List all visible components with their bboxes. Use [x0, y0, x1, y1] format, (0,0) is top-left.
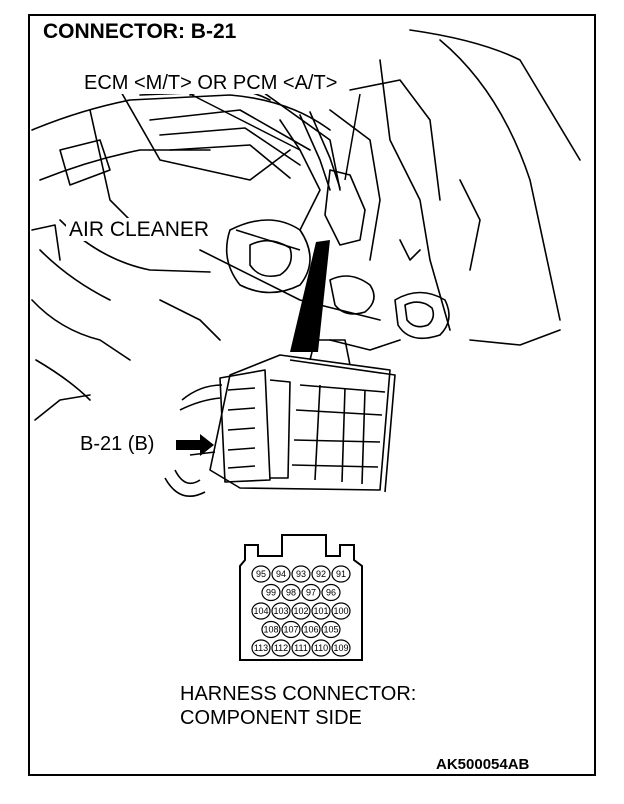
pin-label: 98: [286, 588, 296, 598]
pin-label: 105: [323, 625, 338, 635]
pin-cell: [291, 602, 311, 620]
pin-110: 110: [311, 639, 331, 657]
pin-cell: [251, 639, 271, 657]
pin-label: 112: [274, 643, 288, 653]
pin-cell: [301, 620, 321, 639]
pin-105: 105: [321, 620, 341, 639]
pin-label: 107: [283, 625, 298, 635]
pin-cell: [311, 565, 331, 583]
pin-98: 98: [281, 583, 301, 602]
pin-cell: [331, 602, 351, 620]
pin-cell: [251, 602, 271, 620]
pin-label: 110: [314, 643, 328, 653]
pin-cell: [321, 620, 341, 639]
pointer-arrow: [290, 240, 330, 352]
pin-cell: [261, 620, 281, 639]
pin-cell: [251, 565, 271, 583]
pin-104: 104: [251, 602, 271, 620]
pin-cell: [311, 602, 331, 620]
pin-106: 106: [301, 620, 321, 639]
pin-94: 94: [271, 565, 291, 583]
pin-label: 108: [263, 625, 278, 635]
pin-96: 96: [321, 583, 341, 602]
pin-cell: [271, 602, 291, 620]
ecm-label: ECM <M/T> OR PCM <A/T>: [80, 72, 342, 94]
pin-101: 101: [311, 602, 331, 620]
ecm-module-drawing: [164, 339, 396, 497]
pin-107: 107: [281, 620, 301, 639]
pin-label: 101: [313, 606, 328, 616]
connector-title: CONNECTOR: B-21: [40, 20, 240, 43]
pin-103: 103: [271, 602, 291, 620]
pin-label: 92: [316, 569, 326, 579]
pin-label: 111: [294, 643, 308, 653]
figure-code: AK500054AB: [436, 756, 530, 773]
pin-108: 108: [261, 620, 281, 639]
pin-cell: [261, 583, 281, 602]
pin-cell: [281, 620, 301, 639]
pin-cell: [271, 565, 291, 583]
pin-label: 97: [306, 588, 316, 598]
pin-cell: [271, 639, 291, 657]
pin-label: 93: [296, 569, 306, 579]
pin-95: 95: [251, 565, 271, 583]
pin-label: 106: [303, 625, 318, 635]
pin-93: 93: [291, 565, 311, 583]
pin-label: 99: [266, 588, 276, 598]
pin-label: 113: [254, 643, 268, 653]
pin-cell: [291, 565, 311, 583]
pin-label: 100: [333, 606, 348, 616]
pin-cell: [301, 583, 321, 602]
connector-id-label: B-21 (B): [78, 433, 157, 455]
pin-cell: [331, 565, 351, 583]
harness-connector-caption: HARNESS CONNECTOR: COMPONENT SIDE: [180, 682, 416, 730]
pin-102: 102: [291, 602, 311, 620]
pin-label: 95: [256, 569, 266, 579]
pin-label: 104: [253, 606, 268, 616]
pin-label: 103: [273, 606, 288, 616]
harness-caption-line1: HARNESS CONNECTOR:: [180, 683, 417, 705]
pin-91: 91: [331, 565, 351, 583]
pin-cell: [311, 639, 331, 657]
pin-label: 94: [276, 569, 286, 579]
pin-92: 92: [311, 565, 331, 583]
harness-caption-line2: COMPONENT SIDE: [180, 707, 362, 729]
pin-label: 102: [293, 606, 308, 616]
pin-113: 113: [251, 639, 271, 657]
pin-109: 109: [331, 639, 351, 657]
pin-cell: [291, 639, 311, 657]
pin-112: 112: [271, 639, 291, 657]
connector-arrow: [176, 434, 214, 456]
pin-99: 99: [261, 583, 281, 602]
pin-label: 91: [336, 569, 346, 579]
pin-cell: [331, 639, 351, 657]
pin-cell: [321, 583, 341, 602]
air-cleaner-label: AIR CLEANER: [66, 218, 213, 241]
pin-label: 109: [333, 643, 348, 653]
pin-100: 100: [331, 602, 351, 620]
pin-111: 111: [291, 639, 311, 657]
pin-cell: [281, 583, 301, 602]
pin-label: 96: [326, 588, 336, 598]
pin-97: 97: [301, 583, 321, 602]
